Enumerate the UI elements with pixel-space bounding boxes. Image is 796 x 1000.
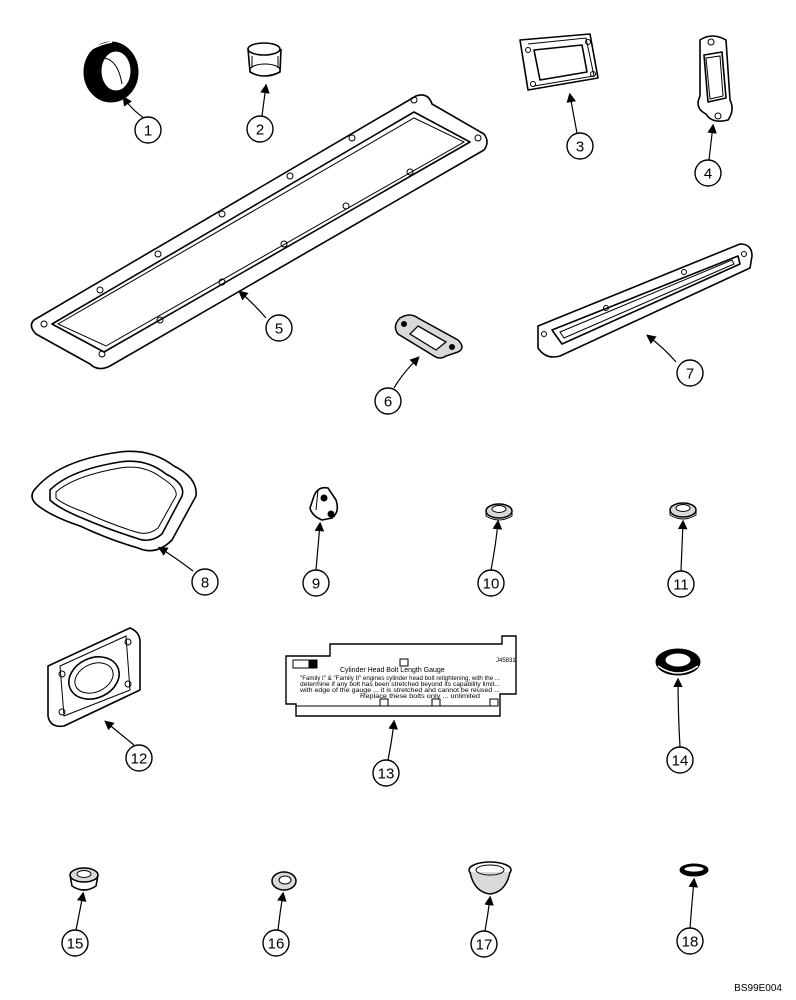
callout-number: 18 [682,934,699,951]
callout-16: 16 [262,929,290,957]
part-16-washer [271,871,297,891]
part-14-ring [655,648,701,676]
gauge-text-line: with edge of the gauge ... it is stretch… [299,688,501,694]
part-6-gasket [394,314,463,359]
part-11-ring [669,502,697,520]
callout-number: 12 [131,751,148,768]
callout-number: 9 [312,576,320,593]
callout-8: 8 [191,568,219,596]
callout-14: 14 [666,746,694,774]
gauge-part-number: J45831 [496,658,516,664]
part-4-gasket [697,35,733,122]
part-17-cup-plug [468,861,512,895]
part-13-bolt-length-gauge: Cylinder Head Bolt Length Gauge J45831 "… [285,635,517,717]
callout-13: 13 [372,759,400,787]
part-1-seal [83,41,139,103]
callout-number: 3 [576,139,584,156]
gauge-title: Cylinder Head Bolt Length Gauge [340,667,445,674]
part-15-plug [69,867,99,891]
callout-number: 11 [673,577,689,594]
callout-number: 14 [672,753,689,770]
part-10-ring [485,503,513,521]
callout-1: 1 [134,116,162,144]
callout-number: 7 [686,366,694,383]
callout-11: 11 [667,570,695,598]
callout-number: 16 [268,936,285,953]
callout-7: 7 [676,359,704,387]
figure-code: BS99E004 [734,983,782,994]
gauge-text-line: "Family I" & "Family II" engines cylinde… [300,676,500,682]
callout-5: 5 [265,314,293,342]
callout-18: 18 [676,927,704,955]
callout-number: 10 [483,576,500,593]
callout-6: 6 [374,387,402,415]
callout-number: 4 [704,166,712,183]
callout-number: 6 [384,394,392,411]
callout-number: 5 [275,321,283,338]
part-8-gasket [31,450,197,552]
callout-4: 4 [694,159,722,187]
callout-12: 12 [125,744,153,772]
callout-number: 2 [256,122,264,139]
callout-9: 9 [302,569,330,597]
callout-number: 15 [67,936,84,953]
leader-lines [75,83,717,932]
gauge-text-line: Replace these bolts only ... unlimited [360,694,480,700]
callout-15: 15 [61,929,89,957]
callout-number: 17 [476,937,493,954]
callout-number: 1 [144,123,152,140]
part-3-gasket [519,33,599,91]
part-2-plug [247,42,282,77]
callout-number: 13 [378,766,395,783]
part-9-bracket [309,486,339,521]
callout-3: 3 [566,132,594,160]
gauge-text-line: determine if any bolt has been stretched… [300,682,500,688]
part-5-long-gasket [30,94,488,370]
part-18-o-ring [679,863,709,877]
part-12-gasket [47,627,141,728]
callout-17: 17 [470,930,498,958]
callout-number: 8 [201,575,209,592]
callout-2: 2 [246,115,274,143]
part-7-gasket [537,243,753,358]
callout-10: 10 [477,569,505,597]
